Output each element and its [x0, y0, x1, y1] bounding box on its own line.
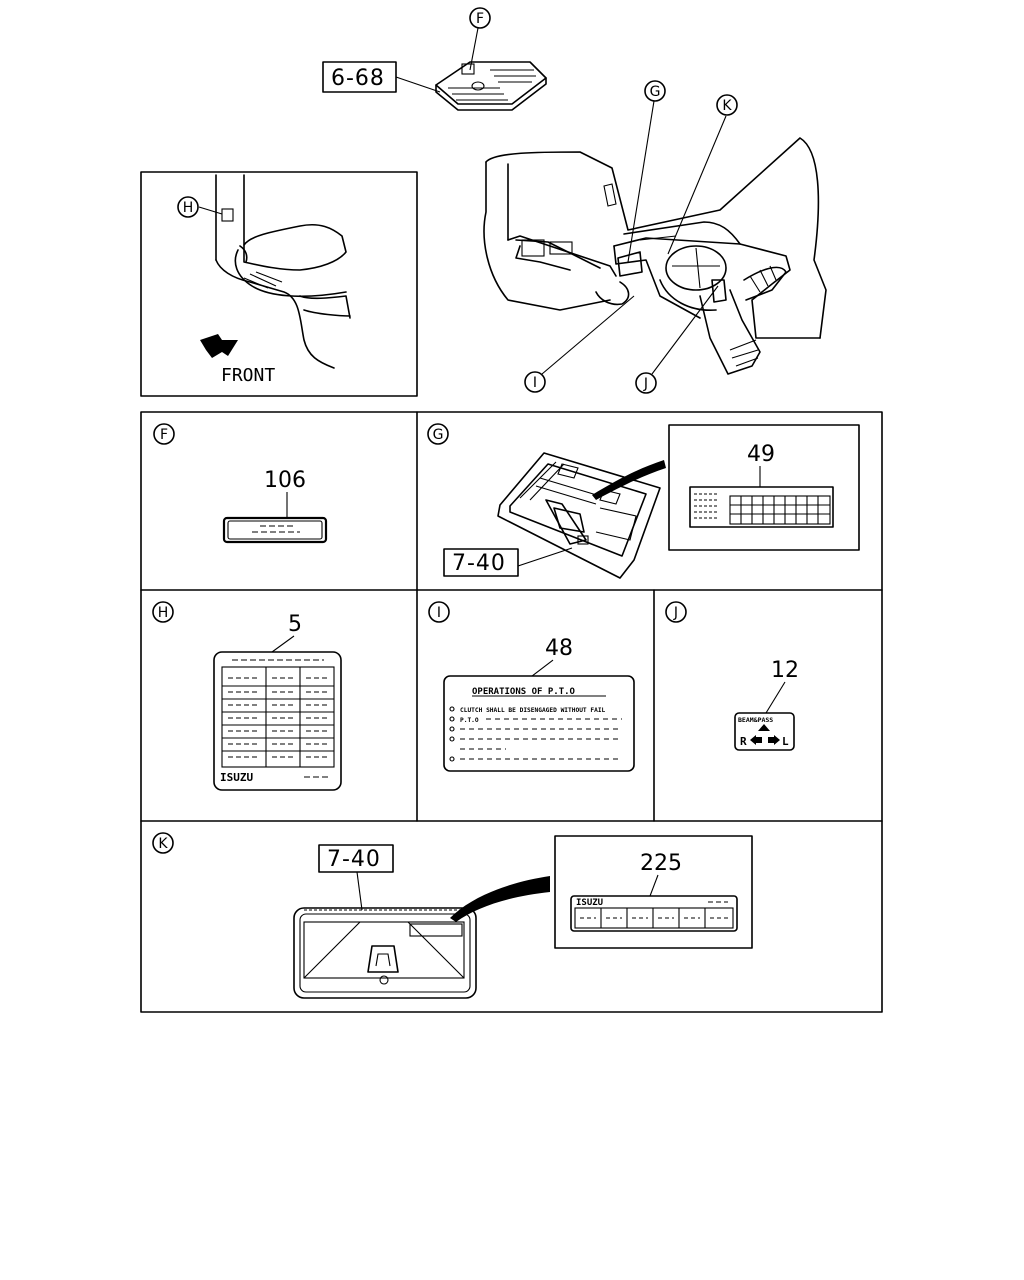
ref-box-g	[443, 548, 519, 577]
callout-h-inset-label: H	[183, 200, 194, 216]
callout-wedge-k	[450, 876, 550, 922]
leader-k-ref	[356, 871, 363, 911]
pto-line-1: CLUTCH SHALL BE DISENGAGED WITHOUT FAIL	[460, 707, 606, 714]
callout-g-cab-label: G	[650, 84, 661, 100]
inset-seat-frame	[140, 171, 418, 397]
j-r-label: R	[740, 735, 747, 748]
glovebox-illustration-k	[293, 907, 477, 999]
callout-g-panel	[427, 423, 449, 445]
leader-j	[651, 285, 719, 375]
callout-f-top	[469, 7, 491, 29]
callout-h-inset	[177, 196, 199, 218]
callout-i-panel-label: I	[437, 605, 441, 621]
label-5-fuse-chart	[213, 651, 342, 791]
part-12-number: 12	[771, 658, 799, 683]
callout-j-cab	[635, 372, 657, 394]
callout-wedge-g	[592, 460, 666, 500]
ref-g-text: 7-40	[452, 551, 506, 576]
part-225-number: 225	[640, 851, 682, 876]
roof-console-illustration	[435, 61, 547, 111]
turn-right-arrow-icon	[768, 735, 780, 745]
pto-bullets	[449, 706, 455, 762]
ref-top-text: 6-68	[331, 66, 385, 91]
leader-k	[667, 115, 727, 255]
part-48-number: 48	[545, 636, 573, 661]
callout-k-cab	[716, 94, 738, 116]
callout-f-panel	[153, 423, 175, 445]
leader-i	[541, 295, 635, 375]
callout-g-panel-label: G	[433, 427, 444, 443]
leader-g	[627, 100, 655, 263]
beam-pass-text: BEAM&PASS	[738, 716, 773, 724]
pto-dashed-lines	[460, 718, 622, 760]
ref-k-text: 7-40	[327, 847, 381, 872]
turn-left-arrow-icon	[750, 735, 762, 745]
callout-i-cab-label: I	[533, 375, 537, 391]
label-48-plate	[443, 675, 635, 772]
label-12-plate	[734, 712, 795, 751]
part-5-number: 5	[288, 612, 302, 637]
panel-grid	[140, 411, 883, 1013]
callout-g-cab	[644, 80, 666, 102]
pto-title: OPERATIONS OF P.T.O	[472, 687, 576, 697]
isuzu-brand-h: ISUZU	[220, 771, 253, 784]
isuzu-brand-k: ISUZU	[576, 898, 603, 908]
leader-top-ref	[395, 76, 441, 93]
label-225-fuse-strip	[570, 895, 738, 932]
j-l-label: L	[782, 735, 789, 748]
leader-f-top	[469, 27, 479, 71]
h-location-mark	[221, 208, 234, 222]
label-106-text-lines	[252, 525, 300, 533]
seat-illustration	[215, 174, 351, 369]
beam-up-arrow-icon	[758, 724, 770, 731]
leader-48	[531, 659, 554, 677]
detail-box-g	[668, 424, 860, 551]
leader-5	[271, 635, 295, 653]
cab-interior-illustration	[483, 137, 827, 375]
front-label: FRONT	[221, 365, 275, 386]
leader-12	[765, 681, 786, 714]
detail-box-k	[554, 835, 753, 949]
callout-j-panel-label: J	[673, 605, 678, 621]
callout-i-panel	[428, 601, 450, 623]
callout-j-panel	[665, 601, 687, 623]
part-49-number: 49	[747, 442, 775, 467]
callout-i-cab	[524, 371, 546, 393]
leader-h-inset	[198, 206, 223, 215]
part-106-number: 106	[264, 468, 306, 493]
callout-h-panel	[152, 601, 174, 623]
pto-line-2: P.T.O	[460, 717, 479, 724]
callout-j-cab-label: J	[643, 376, 648, 392]
callout-k-panel	[152, 832, 174, 854]
label-106-plate	[222, 516, 328, 544]
leader-g-ref	[517, 547, 573, 567]
callout-k-cab-label: K	[722, 98, 732, 114]
callout-f-panel-label: F	[160, 427, 168, 443]
leader-225	[649, 874, 659, 897]
label-106-inner	[227, 520, 323, 540]
label-49-table	[689, 486, 834, 528]
glovebox-illustration-g	[497, 452, 661, 579]
callout-k-panel-label: K	[158, 836, 168, 852]
ref-box-k	[318, 844, 394, 873]
ref-box-top	[322, 61, 397, 93]
callout-f-top-label: F	[476, 11, 484, 27]
callout-h-panel-label: H	[158, 605, 169, 621]
front-arrow-icon	[200, 334, 238, 358]
